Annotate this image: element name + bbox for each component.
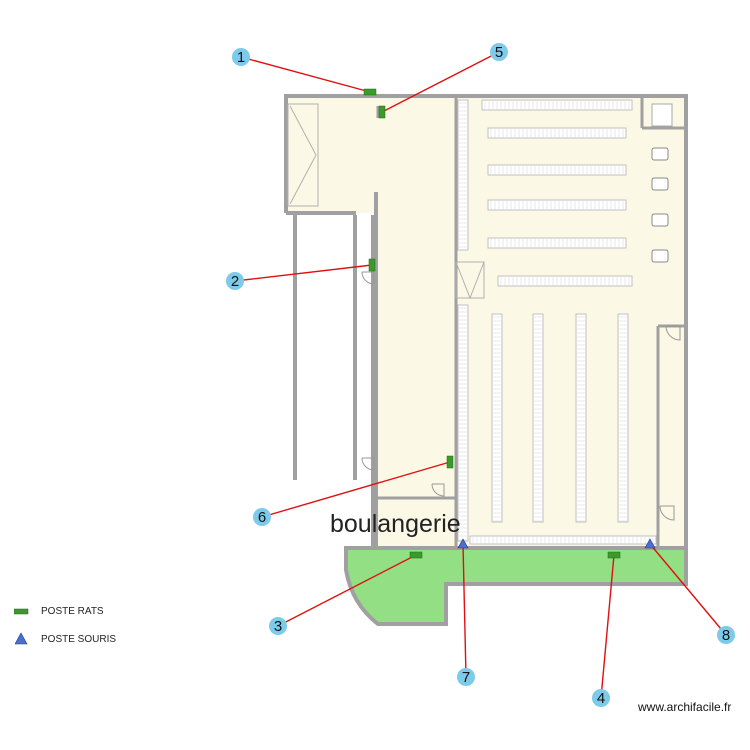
marker-circle-8 bbox=[717, 626, 735, 644]
small-cabinet bbox=[651, 103, 673, 127]
leader-line-2 bbox=[234, 264, 373, 282]
legend-souris-swatch bbox=[15, 632, 28, 645]
marker-number-2: 2 bbox=[231, 273, 239, 290]
shelf-hatching bbox=[458, 100, 654, 544]
stair-block bbox=[287, 103, 319, 207]
markers: 1 2 3 4 5 6 7 8 bbox=[226, 43, 735, 707]
poste-souris-7 bbox=[457, 538, 469, 549]
poste-souris-8 bbox=[644, 538, 656, 549]
poste-rats-1 bbox=[363, 88, 377, 96]
poste-rats-4 bbox=[607, 551, 621, 559]
leader-line-8 bbox=[649, 543, 727, 636]
marker-number-1: 1 bbox=[237, 49, 245, 66]
marker-circle-6 bbox=[253, 508, 271, 526]
poste-rats-6 bbox=[446, 455, 454, 469]
marker-circle-5 bbox=[490, 43, 508, 61]
marker-circle-1 bbox=[232, 48, 250, 66]
poste-rats-5 bbox=[378, 105, 386, 119]
marker-circle-7 bbox=[457, 668, 475, 686]
leader-lines bbox=[234, 51, 727, 699]
outer-walls bbox=[284, 94, 688, 550]
leader-line-5 bbox=[381, 51, 500, 113]
marker-number-5: 5 bbox=[495, 44, 503, 61]
leader-line-4 bbox=[600, 554, 615, 699]
stations bbox=[363, 88, 656, 559]
watermark: www.archifacile.fr bbox=[638, 700, 732, 714]
leader-line-1 bbox=[240, 56, 371, 93]
leader-line-3 bbox=[277, 554, 417, 627]
sink-fixtures bbox=[651, 147, 669, 263]
room-label: boulangerie bbox=[330, 510, 461, 538]
poste-rats-3 bbox=[409, 551, 423, 559]
center-stair bbox=[455, 261, 485, 300]
legend-rats-label: POSTE RATS bbox=[41, 606, 104, 617]
legend-rats-swatch bbox=[14, 608, 29, 615]
shelves-vertical bbox=[491, 313, 629, 523]
marker-number-8: 8 bbox=[722, 627, 730, 644]
leader-line-7 bbox=[462, 543, 467, 678]
legend-souris-label: POSTE SOURIS bbox=[41, 634, 117, 645]
exterior-green-zone bbox=[344, 546, 688, 626]
poste-rats-2 bbox=[368, 258, 376, 272]
marker-number-6: 6 bbox=[258, 509, 266, 526]
marker-circle-3 bbox=[269, 617, 287, 635]
legend: POSTE RATS POSTE SOURIS bbox=[14, 604, 154, 645]
marker-number-3: 3 bbox=[274, 618, 282, 635]
shelf-left-column bbox=[457, 99, 469, 542]
marker-circle-4 bbox=[592, 689, 610, 707]
door-swings bbox=[361, 271, 681, 521]
marker-number-7: 7 bbox=[462, 669, 470, 686]
marker-number-4: 4 bbox=[597, 690, 605, 707]
marker-circle-2 bbox=[226, 272, 244, 290]
leader-line-6 bbox=[261, 461, 451, 518]
